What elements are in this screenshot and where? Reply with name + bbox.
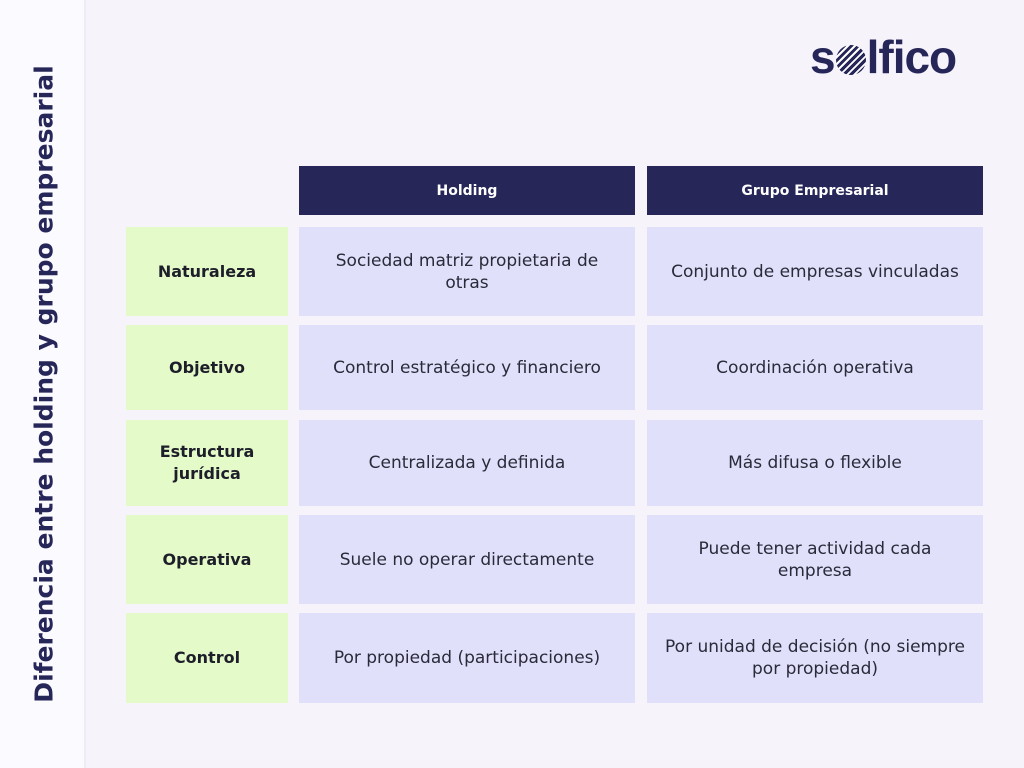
logo-o-icon	[835, 45, 866, 75]
page-title: Diferencia entre holding y grupo empresa…	[29, 65, 59, 703]
cell-holding: Centralizada y definida	[299, 420, 635, 506]
row-label: Naturaleza	[126, 227, 288, 316]
cell-holding: Control estratégico y financiero	[299, 325, 635, 410]
cell-grupo: Más difusa o flexible	[647, 420, 983, 506]
header-grupo: Grupo Empresarial	[647, 166, 983, 215]
cell-grupo: Por unidad de decisión (no siempre por p…	[647, 613, 983, 703]
cell-grupo: Conjunto de empresas vinculadas	[647, 227, 983, 316]
side-strip	[0, 0, 86, 768]
row-label: Operativa	[126, 515, 288, 604]
cell-grupo: Puede tener actividad cada empresa	[647, 515, 983, 604]
cell-holding: Por propiedad (participaciones)	[299, 613, 635, 703]
cell-holding: Sociedad matriz propietaria de otras	[299, 227, 635, 316]
header-holding: Holding	[299, 166, 635, 215]
cell-grupo: Coordinación operativa	[647, 325, 983, 410]
row-label: Objetivo	[126, 325, 288, 410]
cell-holding: Suele no operar directamente	[299, 515, 635, 604]
row-label: Control	[126, 613, 288, 703]
row-label: Estructura jurídica	[126, 420, 288, 506]
